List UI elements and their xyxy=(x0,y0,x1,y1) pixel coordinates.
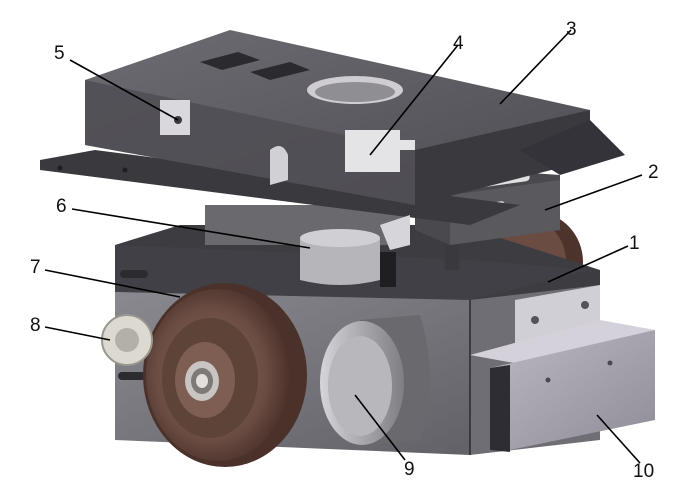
pinion-gear xyxy=(101,314,153,366)
motor xyxy=(320,315,430,445)
front-wheel xyxy=(143,283,307,467)
callout-2: 2 xyxy=(648,162,659,183)
cover-bracket xyxy=(470,285,655,452)
leader-line-1 xyxy=(547,245,629,283)
leader-line-7 xyxy=(44,269,181,298)
callout-4: 4 xyxy=(453,33,464,54)
leader-lines xyxy=(44,29,643,464)
leader-line-8 xyxy=(44,326,111,341)
callout-7: 7 xyxy=(30,257,41,278)
callout-10: 10 xyxy=(633,461,655,482)
leader-line-5 xyxy=(69,59,179,121)
leader-line-4 xyxy=(369,44,459,156)
callout-1: 1 xyxy=(629,233,640,254)
callout-5: 5 xyxy=(54,43,65,64)
callout-9: 9 xyxy=(404,459,415,480)
leader-line-3 xyxy=(499,29,572,105)
leader-line-10 xyxy=(596,414,641,464)
leader-line-9 xyxy=(354,394,406,461)
callout-8: 8 xyxy=(30,315,41,336)
leader-line-2 xyxy=(544,174,643,211)
callout-3: 3 xyxy=(566,19,577,40)
top-plate xyxy=(40,30,625,250)
callout-6: 6 xyxy=(56,196,67,217)
leader-line-6 xyxy=(71,208,311,249)
